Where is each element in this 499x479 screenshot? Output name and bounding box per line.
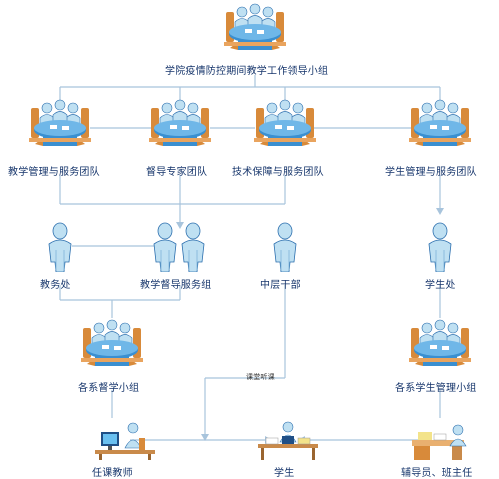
meeting-group-icon bbox=[77, 318, 147, 373]
team-teaching-node bbox=[25, 98, 95, 153]
dept-academic-node bbox=[45, 222, 75, 272]
computer-desk-icon bbox=[95, 420, 155, 460]
person-icon bbox=[425, 222, 455, 272]
person-icon bbox=[45, 222, 75, 272]
team-student-label: 学生管理与服务团队 bbox=[385, 167, 477, 178]
group-dept-student-label: 各系学生管理小组 bbox=[395, 383, 477, 394]
team-supervision-label: 督导专家团队 bbox=[146, 167, 208, 178]
group-dept-supervision-node bbox=[77, 318, 147, 373]
counselors-node bbox=[412, 420, 472, 460]
team-student-node bbox=[405, 98, 475, 153]
top-group-node bbox=[220, 2, 290, 57]
counselors-label: 辅导员、班主任 bbox=[401, 468, 473, 479]
meeting-group-icon bbox=[220, 2, 290, 57]
teachers-label: 任课教师 bbox=[92, 468, 133, 479]
dept-students-node bbox=[425, 222, 455, 272]
office-desk-icon bbox=[412, 420, 472, 460]
dept-supervise-service-node bbox=[150, 222, 210, 272]
dept-supervise-service-label: 教学督导服务组 bbox=[140, 280, 212, 291]
meeting-group-icon bbox=[250, 98, 320, 153]
classroom-desk-icon bbox=[258, 420, 318, 460]
person-icon bbox=[270, 222, 300, 272]
group-dept-student-node bbox=[405, 318, 475, 373]
dept-academic-label: 教务处 bbox=[40, 280, 71, 291]
teachers-node bbox=[95, 420, 155, 460]
team-tech-node bbox=[250, 98, 320, 153]
team-supervision-node bbox=[145, 98, 215, 153]
meeting-group-icon bbox=[145, 98, 215, 153]
person-icon bbox=[150, 222, 180, 272]
team-tech-label: 技术保障与服务团队 bbox=[232, 167, 324, 178]
group-dept-supervision-label: 各系督学小组 bbox=[78, 383, 140, 394]
dept-students-label: 学生处 bbox=[425, 280, 456, 291]
students-node bbox=[258, 420, 318, 460]
meeting-group-icon bbox=[25, 98, 95, 153]
students-label: 学生 bbox=[274, 468, 295, 479]
dept-middle-label: 中层干部 bbox=[260, 280, 301, 291]
meeting-group-icon bbox=[405, 318, 475, 373]
meeting-group-icon bbox=[405, 98, 475, 153]
top-group-label: 学院疫情防控期间教学工作领导小组 bbox=[165, 66, 329, 77]
person-icon bbox=[178, 222, 208, 272]
edge-label-class-observation: 课堂听课 bbox=[246, 373, 275, 381]
team-teaching-label: 教学管理与服务团队 bbox=[8, 167, 100, 178]
dept-middle-node bbox=[270, 222, 300, 272]
